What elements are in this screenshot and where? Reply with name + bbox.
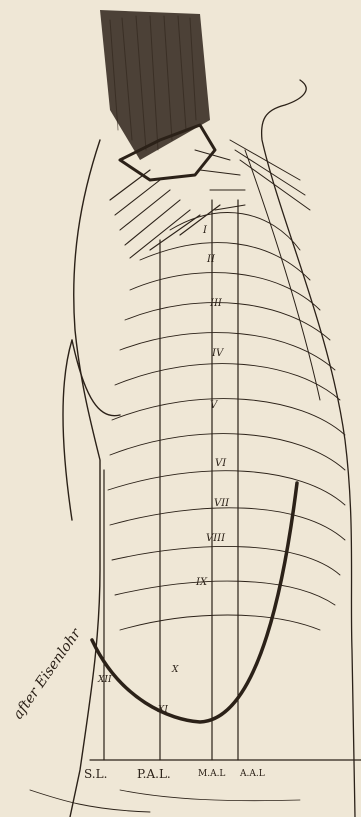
rib-numeral-7: VII — [214, 498, 230, 509]
signature: after Eisenlohr — [10, 625, 300, 812]
signature-text: after Eisenlohr — [10, 625, 85, 722]
rib-numeral-8: VIII — [206, 533, 226, 544]
rib-numeral-10: X — [171, 665, 179, 675]
lung-border-curve — [92, 483, 297, 722]
arm-shading — [100, 10, 215, 180]
rib-numeral-12: XII — [97, 675, 112, 685]
body-outline — [63, 80, 355, 817]
rib-numeral-4: IV — [211, 348, 225, 359]
label-scapular-line: S.L. — [84, 767, 107, 781]
rib-numeral-5: V — [210, 400, 219, 411]
rib-numeral-3: III — [209, 298, 223, 309]
rib-numeral-2: II — [206, 254, 216, 265]
rib-numerals: I II III IV V VI VII VIII IX X XI XII — [97, 225, 230, 715]
rib-numeral-11: XI — [157, 705, 168, 715]
label-mid-axillary-line: M.A.L — [198, 769, 225, 779]
rib-numeral-1: I — [202, 225, 208, 236]
label-posterior-axillary-line: P.A.L. — [137, 767, 171, 781]
rib-lines — [108, 213, 345, 630]
rib-numeral-9: IX — [195, 577, 208, 588]
rib-numeral-6: VI — [215, 458, 227, 469]
line-labels: S.L. P.A.L. M.A.L A.A.L — [84, 767, 265, 781]
reference-lines — [90, 200, 361, 760]
label-anterior-axillary-line: A.A.L — [239, 769, 265, 779]
